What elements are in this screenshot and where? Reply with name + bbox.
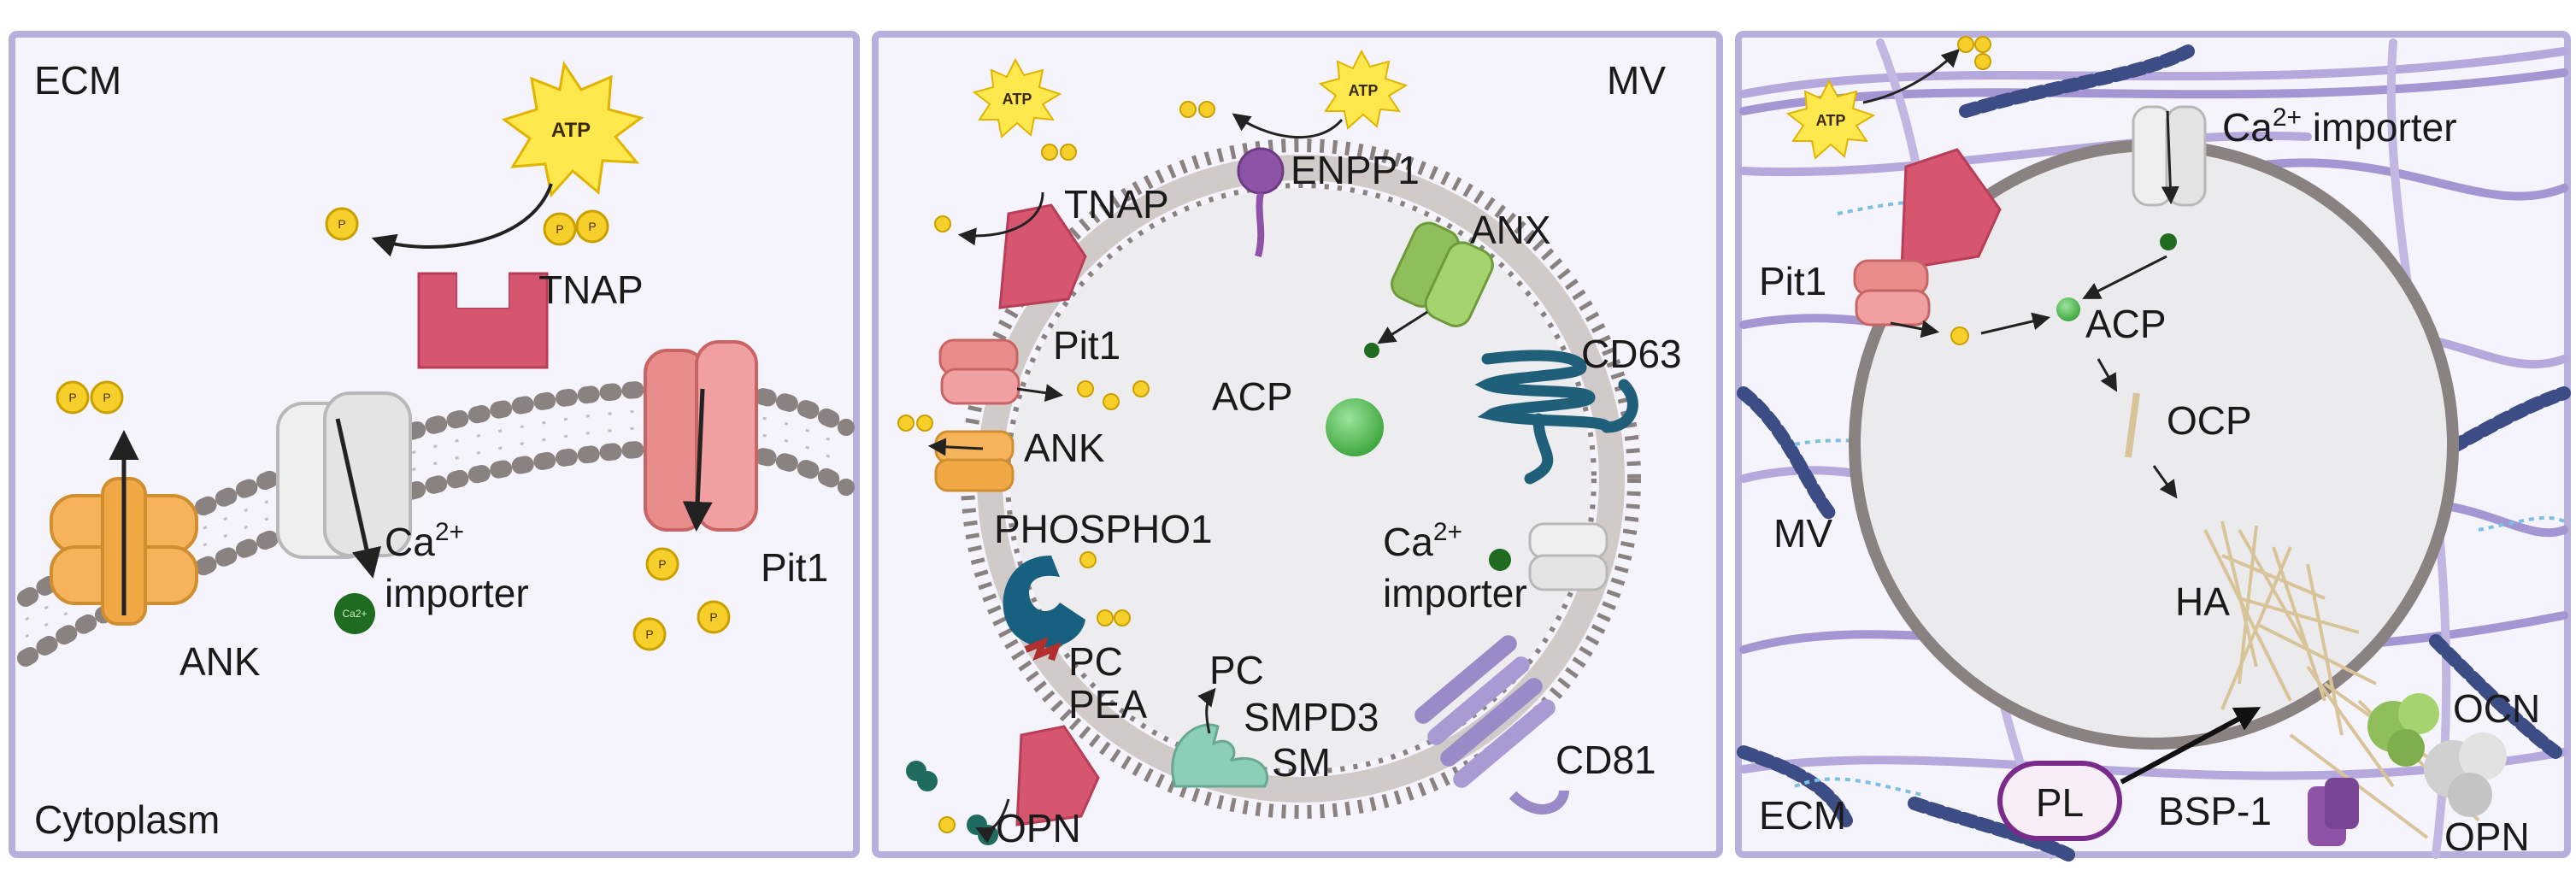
opn-label-ecm: OPN [2444,815,2530,859]
calcium-importer-icon-mv [1489,522,1609,591]
anx-icon [1391,221,1494,327]
atp-burst-icon: ATP [501,61,644,198]
ank-label-mv: ANK [1024,426,1105,470]
ca-importer-label-ecm: Ca2+ importer [2222,103,2457,150]
pit1-label-ecm: Pit1 [1759,259,1826,303]
ca-importer-label-mv: Ca2+ [1383,518,1462,564]
ecm-label: ECM [34,58,121,103]
acp-label-mv: ACP [1212,374,1293,419]
phospho1-label: PHOSPHO1 [994,507,1213,551]
svg-text:P: P [645,627,653,641]
phospho1-icon [1003,556,1085,662]
svg-text:P: P [709,610,717,624]
atp-label-ecm: ATP [1816,112,1846,129]
calcium-importer-icon-ecm [2132,105,2207,250]
tnap-label: TNAP [538,268,644,312]
bsp1-label: BSP-1 [2158,789,2272,833]
ocp-crystal-icon [2125,392,2140,458]
calcium-ion-icon [334,593,375,634]
svg-text:P: P [338,217,345,231]
calcium-ion-label: Ca2+ [342,608,367,620]
pit1-transporter-icon [644,340,758,532]
ca-importer-label: Ca2+ [385,518,464,564]
cd63-icon [1474,350,1638,485]
bsp1-protein-icon [2308,778,2359,846]
acp-particle-icon-ecm [2056,297,2080,321]
atp-burst-icon-mv-center: ATP [1318,49,1409,130]
ocp-label: OCP [2167,398,2252,443]
ca-importer-label-line2: importer [385,571,529,615]
ecm-label-right: ECM [1759,793,1846,838]
calcium-importer-icon: Ca2+ [276,391,412,634]
svg-text:P: P [588,220,596,233]
phosphate-icons-mv [897,101,1379,833]
opn-label-mv: OPN [996,806,1081,850]
opn-tnap-icon [906,725,1100,845]
ank-transporter-icon-mv [934,430,1015,492]
atp-label-mv-center: ATP [1349,82,1379,99]
atp-label: ATP [551,119,591,142]
opn-protein-icon [2424,732,2507,817]
panel-right: PL ATP Ca2+ importer Pit1 ACP OCP MV HA … [1735,31,2571,862]
ocn-protein-icon [2367,693,2439,767]
atp-label-mv-left: ATP [1003,91,1032,108]
atp-burst-icon-ecm: ATP [1785,79,1876,160]
tnap-label-mv: TNAP [1064,182,1169,226]
mv-label: MV [1607,58,1666,103]
pc-label-smpd3: PC [1209,648,1264,692]
tnap-enzyme-icon-mv [998,203,1087,309]
smpd3-label: SMPD3 [1244,695,1379,739]
cd63-label: CD63 [1581,332,1682,376]
pit1-label: Pit1 [761,545,828,590]
ocn-label: OCN [2453,686,2540,731]
pea-label: PEA [1068,682,1147,726]
svg-text:P: P [103,391,110,404]
phosphate-icons: P P P P P P P P [56,207,731,651]
cd81-icon [1414,635,1569,815]
pl-label: PL [2036,780,2084,825]
svg-text:P: P [556,222,563,236]
pit1-transporter-icon-mv [938,338,1020,405]
panel-middle: ATP ATP MV TNAP [872,31,1723,858]
anx-label: ANX [1470,208,1551,252]
ank-transporter-icon [50,430,198,626]
atp-burst-icon-mv-left: ATP [972,57,1062,138]
cytoplasm-label: Cytoplasm [34,797,220,842]
ca-importer-label-mv-line2: importer [1383,571,1527,615]
enpp1-label: ENPP1 [1291,148,1420,192]
acp-particle-icon [1326,398,1384,456]
pit1-transporter-icon-ecm [1853,259,1969,345]
pit1-label-mv: Pit1 [1053,323,1120,368]
enpp1-icon [1237,147,1285,258]
smpd3-icon [1171,723,1269,788]
panel-left: Ca2+ ATP P P P P P P P P [9,31,860,858]
sm-label: SM [1272,740,1331,785]
tnap-enzyme-icon-ecm [1900,148,2002,271]
svg-text:P: P [658,557,666,571]
ha-label: HA [2175,579,2230,624]
acp-label-ecm: ACP [2085,302,2167,346]
svg-text:P: P [68,391,76,404]
pc-label: PC [1068,639,1123,684]
pl-badge: PL [1997,761,2122,841]
tnap-enzyme-icon [417,272,549,369]
ank-label: ANK [179,639,261,684]
cd81-label: CD81 [1556,738,1656,782]
mv-label-ecm: MV [1773,511,1832,556]
